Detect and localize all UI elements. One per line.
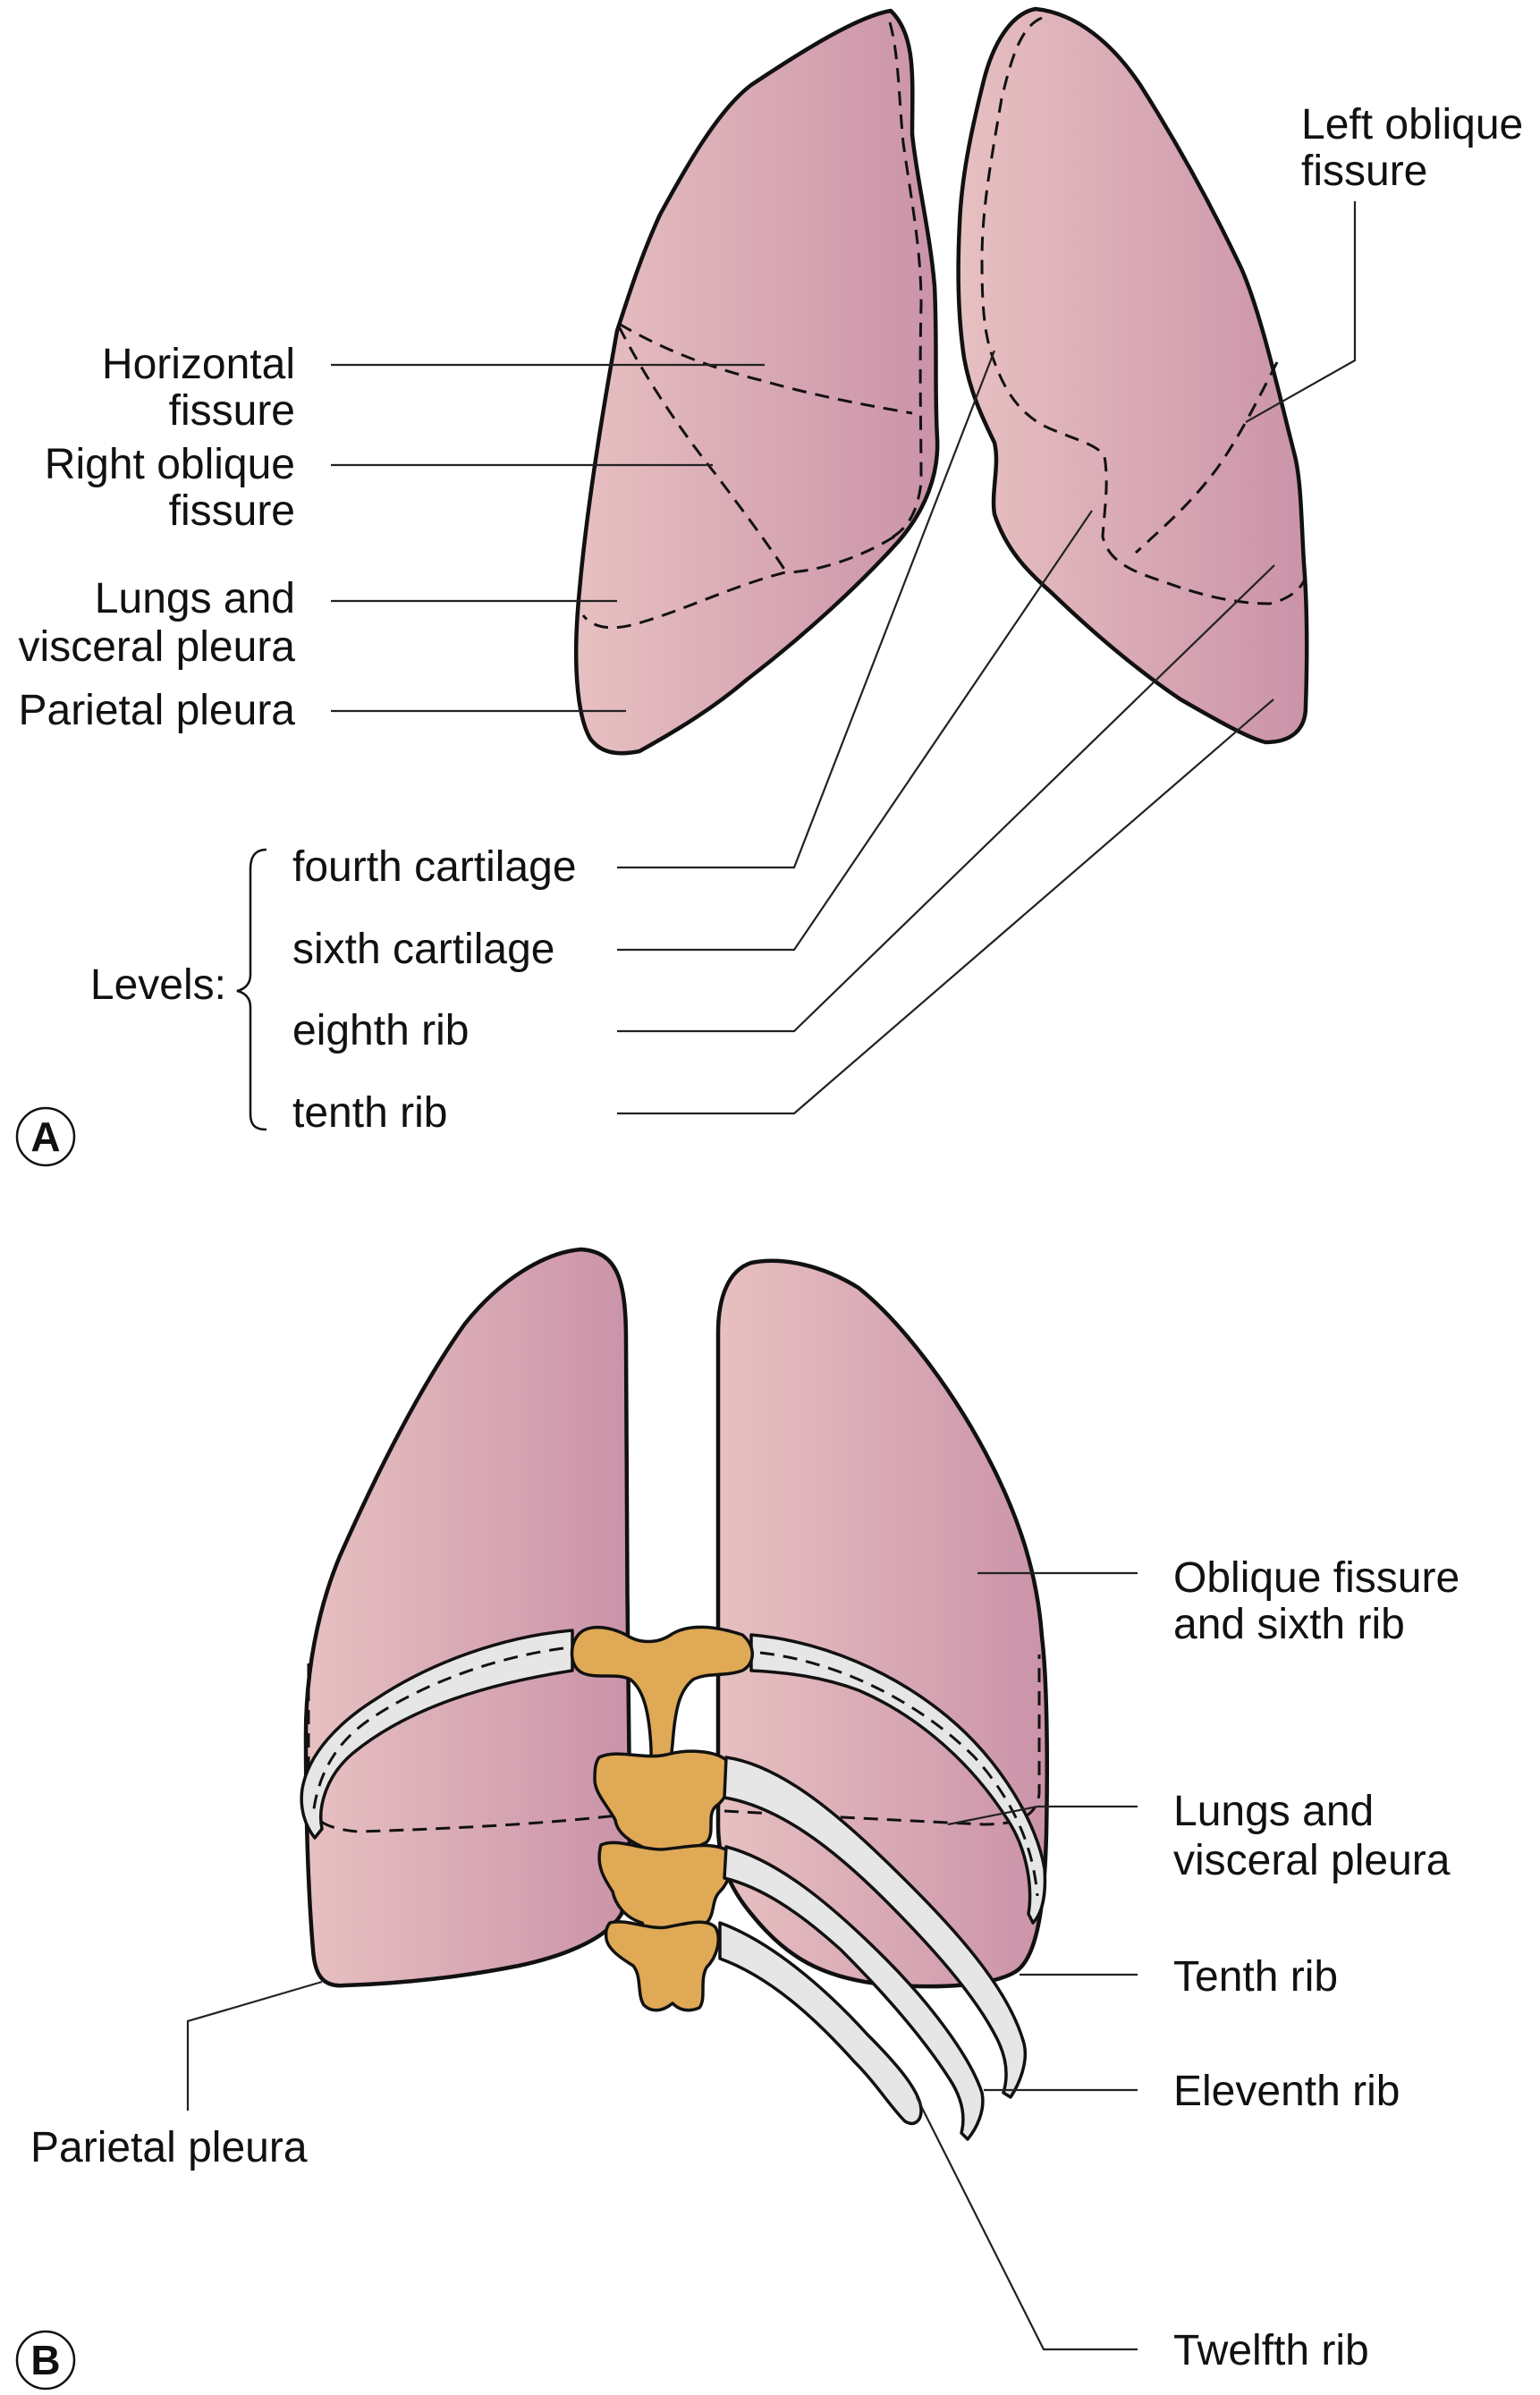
label-right-oblique-fissure: Right oblique fissure [45, 441, 713, 535]
b-vertebra-t12 [604, 1920, 720, 2012]
b-twelfth-rib [718, 1921, 923, 2126]
left-lung-outline [956, 6, 1309, 745]
label-parietal-pleura-a: Parietal pleura [18, 687, 626, 734]
b-vertebra-upper [570, 1625, 754, 1780]
b-sixth-rib-left-dash [311, 1646, 564, 1816]
badge-circle [15, 1106, 76, 1167]
label-tenth-rib: Tenth rib [1020, 1953, 1338, 2001]
horizontal-fissure-dash [618, 322, 913, 415]
panel-a-label: A [30, 1113, 60, 1160]
leader-line [916, 2096, 1138, 2351]
panel-a: Horizontal fissure Right oblique fissure… [15, 6, 1523, 1167]
right-lung-visceral-dash [884, 21, 923, 543]
levels-title: Levels: [90, 961, 226, 1009]
badge-circle [15, 2330, 76, 2391]
panel-b-badge: B [15, 2330, 76, 2391]
label-text: Eleventh rib [1173, 2068, 1400, 2115]
label-text: Oblique fissure [1173, 1554, 1460, 1602]
level-eighth-rib: eighth rib [292, 1007, 469, 1054]
right-lung-outline [574, 8, 940, 756]
label-parietal-pleura-b: Parietal pleura [30, 1980, 323, 2171]
level-tenth-rib: tenth rib [292, 1089, 447, 1137]
level-sixth-cartilage: sixth cartilage [292, 926, 554, 973]
label-horizontal-fissure: Horizontal fissure [102, 341, 765, 435]
leader-line [1245, 201, 1357, 423]
label-text: visceral pleura [19, 623, 296, 671]
label-left-oblique-fissure: Left oblique fissure [1245, 101, 1523, 423]
b-left-lung-outline [303, 1247, 632, 1988]
label-oblique-fissure-sixth-rib: Oblique fissure and sixth rib [977, 1554, 1460, 1648]
panel-b-label: B [30, 2337, 60, 2383]
leader-sixth-cartilage [617, 510, 1093, 952]
label-text: fissure [1301, 148, 1427, 195]
panel-a-left-lung [956, 6, 1309, 745]
label-text: and sixth rib [1173, 1601, 1405, 1648]
right-lung-lower-dash [581, 535, 895, 630]
left-lung-visceral-dash [980, 16, 1307, 605]
label-text: Right oblique [45, 441, 295, 488]
label-text: Parietal pleura [30, 2124, 308, 2171]
leader-tenth-rib [617, 698, 1274, 1115]
label-text: Lungs and [95, 575, 295, 622]
panel-b: Oblique fissure and sixth rib Lungs and … [15, 1247, 1460, 2391]
label-text: Tenth rib [1173, 1953, 1338, 2001]
b-visceral-dash-left [307, 1663, 618, 1833]
b-sixth-rib-right-dash [759, 1651, 1039, 1897]
label-text: fissure [169, 387, 295, 435]
label-text: Horizontal [102, 341, 295, 388]
leader-eighth-rib [617, 564, 1275, 1033]
label-text: visceral pleura [1173, 1837, 1451, 1884]
b-eleventh-rib [723, 1845, 985, 2141]
leader-line [186, 1980, 323, 2111]
b-visceral-dash-right [723, 1654, 1041, 1826]
b-tenth-rib [723, 1756, 1028, 2099]
label-text: fissure [169, 487, 295, 535]
label-lungs-visceral-pleura-b: Lungs and visceral pleura [947, 1788, 1451, 1884]
levels-group: Levels: fourth cartilage sixth cartilage… [90, 350, 1275, 1137]
right-oblique-fissure-dash [617, 326, 787, 571]
panel-a-right-lung [574, 8, 940, 756]
left-oblique-fissure-dash [1134, 361, 1279, 554]
label-eleventh-rib: Eleventh rib [984, 2068, 1400, 2115]
level-fourth-cartilage: fourth cartilage [292, 843, 577, 891]
label-text: Parietal pleura [18, 687, 295, 734]
label-lungs-visceral-pleura-a: Lungs and visceral pleura [19, 575, 617, 671]
label-twelfth-rib: Twelfth rib [916, 2096, 1369, 2374]
b-sixth-rib-left [300, 1629, 574, 1840]
leader-fourth-cartilage [617, 350, 996, 869]
label-text: Twelfth rib [1173, 2327, 1369, 2374]
label-text: Lungs and [1173, 1788, 1374, 1835]
b-sixth-rib-right [749, 1633, 1047, 1925]
leader-line [947, 1805, 1138, 1826]
levels-brace [236, 848, 267, 1131]
panel-a-badge: A [15, 1106, 76, 1167]
label-text: Left oblique [1301, 101, 1523, 148]
